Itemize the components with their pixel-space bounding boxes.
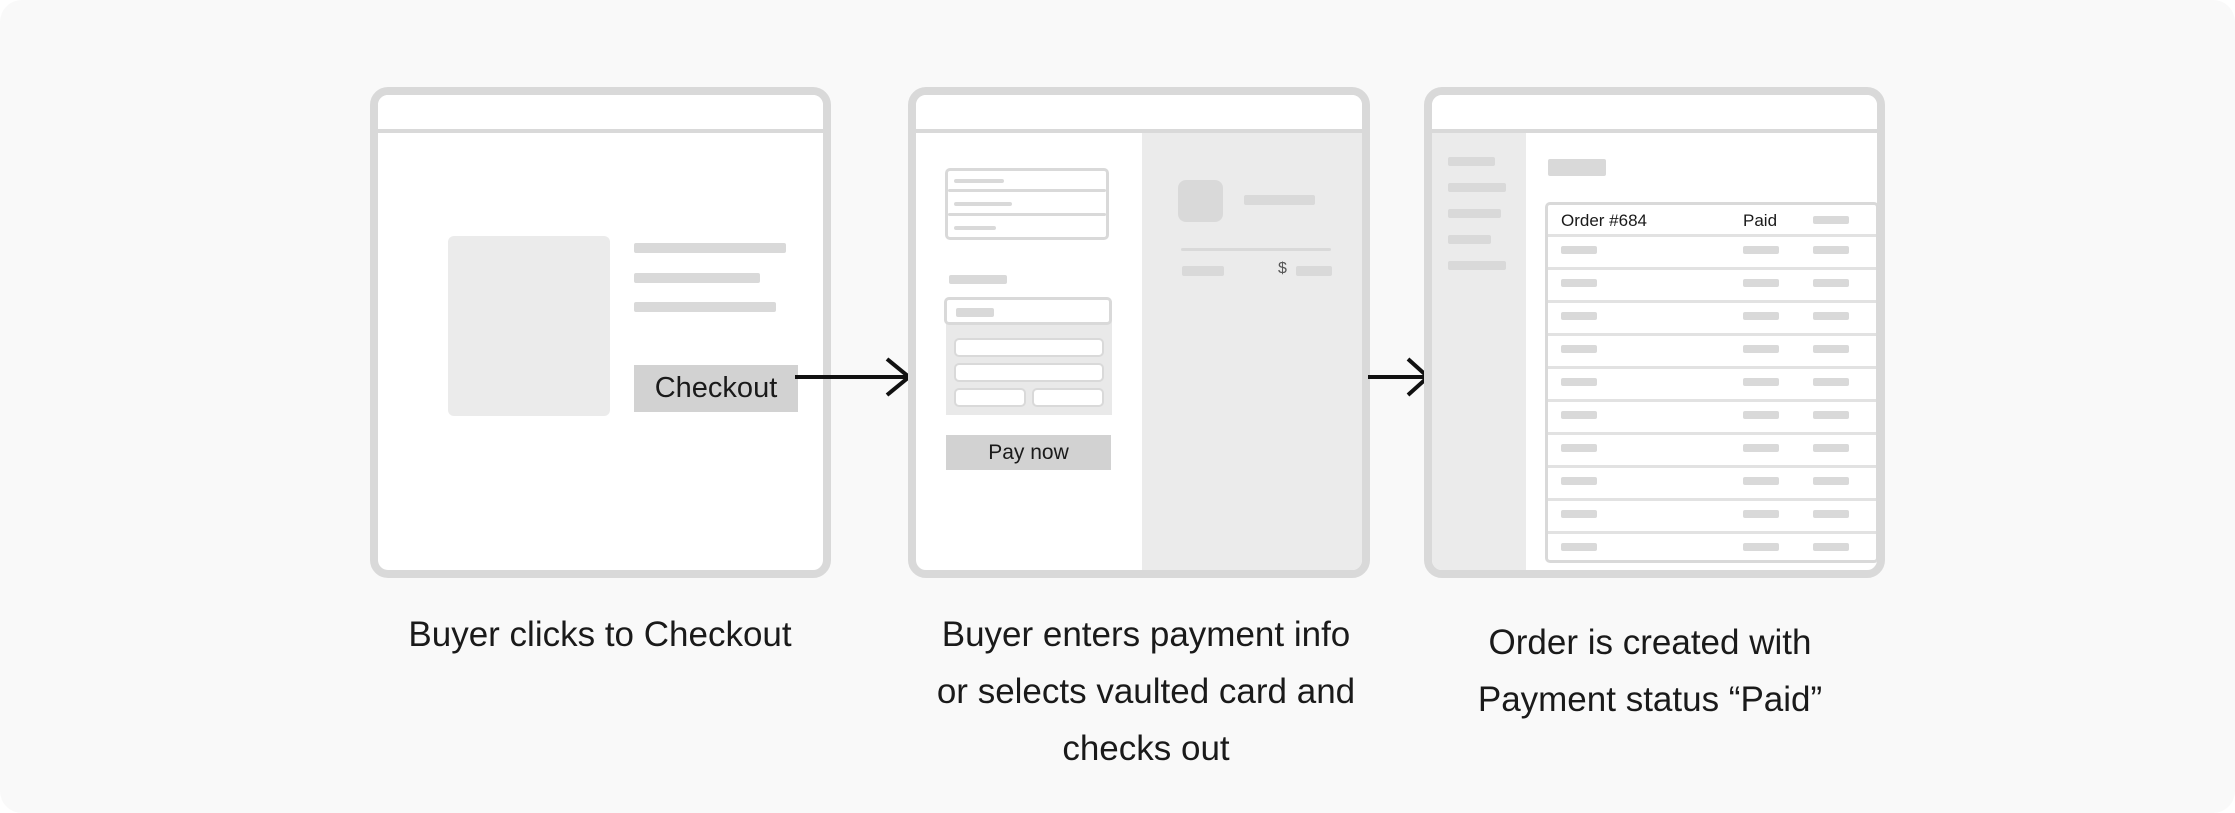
sidebar-item[interactable] [1448,209,1501,218]
cell-placeholder [1561,510,1597,518]
window-title-bar [378,95,823,133]
summary-total-value-line [1296,266,1332,276]
payment-page-window: $ Pay now [908,87,1370,578]
table-row[interactable] [1548,498,1876,531]
table-row[interactable] [1548,234,1876,267]
field-divider [948,189,1106,192]
cell-placeholder [1561,345,1597,353]
cell-placeholder [1743,510,1779,518]
caption-line: checks out [1062,729,1230,768]
cell-placeholder [1813,444,1849,452]
cell-placeholder [1561,477,1597,485]
cell-placeholder [1743,246,1779,254]
cell-placeholder [1743,279,1779,287]
cell-placeholder [1561,411,1597,419]
method-label-line [956,308,994,317]
cell-placeholder [1561,312,1597,320]
caption-line: Payment status “Paid” [1477,680,1823,719]
table-row[interactable] [1548,432,1876,465]
cell-placeholder [1813,543,1849,551]
cell-placeholder [1561,543,1597,551]
card-number-input[interactable] [954,338,1104,357]
contact-info-box[interactable] [945,168,1109,240]
table-row[interactable] [1548,399,1876,432]
arrow-right-icon [795,357,913,397]
field-line [954,179,1004,183]
product-detail-line [634,273,760,283]
checkout-page-window: Checkout [370,87,831,578]
table-row[interactable] [1548,465,1876,498]
table-row[interactable] [1548,333,1876,366]
cell-placeholder [1743,345,1779,353]
step2-caption: Buyer enters payment info or selects vau… [870,606,1422,777]
step3-caption: Order is created with Payment status “Pa… [1390,614,1910,728]
table-row[interactable] [1548,267,1876,300]
table-row[interactable] [1548,366,1876,399]
table-row[interactable] [1548,300,1876,333]
cell-placeholder [1561,246,1597,254]
card-cvc-input[interactable] [1032,388,1104,407]
payment-method-selector[interactable] [944,297,1112,325]
cell-placeholder [1743,444,1779,452]
cell-placeholder [1561,378,1597,386]
sidebar-item[interactable] [1448,235,1491,244]
cell-placeholder [1813,216,1849,224]
pay-now-button[interactable]: Pay now [946,435,1111,470]
admin-orders-window: Order #684 Paid [1424,87,1885,578]
sidebar-item[interactable] [1448,183,1506,192]
checkout-button[interactable]: Checkout [634,365,798,412]
cell-placeholder [1813,378,1849,386]
table-row[interactable]: Order #684 Paid [1548,205,1876,234]
summary-total-label-line [1182,266,1224,276]
cell-placeholder [1743,543,1779,551]
field-line [954,202,1012,206]
step1-caption: Buyer clicks to Checkout [330,606,870,663]
orders-page-heading [1548,159,1606,176]
summary-item-thumbnail [1178,180,1223,222]
product-price-line [634,302,776,312]
card-expiry-input[interactable] [954,388,1026,407]
sidebar-item[interactable] [1448,157,1495,166]
product-title-line [634,243,786,253]
caption-line: or selects vaulted card and [936,672,1356,711]
cell-placeholder [1813,345,1849,353]
field-line [954,226,996,230]
field-divider [948,213,1106,216]
product-image-placeholder [448,236,610,416]
cell-placeholder [1813,246,1849,254]
window-title-bar [1432,95,1877,133]
payment-status: Paid [1743,211,1778,230]
caption-line: Buyer clicks to Checkout [408,615,792,654]
summary-item-name-line [1244,195,1315,205]
summary-divider [1181,248,1331,251]
cell-placeholder [1743,378,1779,386]
cell-placeholder [1813,279,1849,287]
order-number: Order #684 [1561,211,1647,230]
admin-sidebar [1432,129,1526,570]
orders-table: Order #684 Paid [1545,202,1877,564]
cell-placeholder [1813,510,1849,518]
cell-placeholder [1743,312,1779,320]
cell-placeholder [1743,477,1779,485]
window-title-bar [916,95,1362,133]
cardholder-name-input[interactable] [954,363,1104,382]
cell-placeholder [1813,477,1849,485]
cell-placeholder [1561,279,1597,287]
cell-placeholder [1813,312,1849,320]
currency-symbol: $ [1278,260,1287,277]
caption-line: Order is created with [1488,623,1812,662]
cell-placeholder [1743,411,1779,419]
cell-placeholder [1813,411,1849,419]
payment-section-heading [949,275,1007,284]
sidebar-item[interactable] [1448,261,1506,270]
caption-line: Buyer enters payment info [941,615,1351,654]
cell-placeholder [1561,444,1597,452]
table-row[interactable] [1548,531,1876,564]
